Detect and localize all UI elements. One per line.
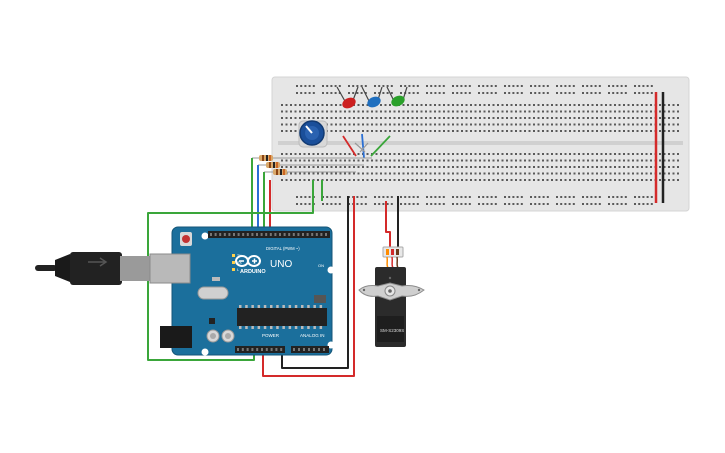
led-wire-red — [342, 135, 357, 157]
power-label: POWER — [262, 333, 280, 338]
dc-power-jack — [160, 326, 192, 348]
potentiometer[interactable] — [298, 120, 328, 148]
on-led-label: ON — [318, 263, 324, 268]
servo-motor[interactable]: SM-S2309S — [358, 246, 425, 347]
led-wire-green — [370, 135, 391, 157]
wire-servo-power — [385, 201, 391, 252]
led-green[interactable] — [390, 94, 407, 109]
usb-plug — [70, 252, 122, 285]
led-group — [336, 86, 408, 111]
wire-5v — [262, 196, 355, 377]
arduino-board: DIGITAL (PWM ~) POWER ANALOG IN TX RX L … — [149, 226, 335, 356]
led-red[interactable] — [341, 96, 358, 111]
resistor-group — [252, 155, 372, 175]
l-led-label: L — [237, 268, 239, 272]
servo-model-label: SM-S2309S — [380, 328, 404, 333]
breadboard-holes — [281, 85, 679, 205]
atmega-chip — [237, 308, 327, 326]
wire-potentiometer-signal — [147, 180, 314, 361]
model-label: UNO — [270, 259, 292, 270]
digital-header — [208, 231, 330, 238]
usb-icon — [88, 257, 108, 267]
usb-cable — [35, 252, 150, 285]
digital-header-label: DIGITAL (PWM ~) — [266, 246, 300, 251]
wire-ground — [281, 196, 349, 369]
breadboard — [271, 76, 690, 212]
power-header — [235, 346, 285, 353]
led-blue[interactable] — [366, 95, 383, 110]
wires — [147, 158, 399, 377]
led-wire-blue — [361, 133, 365, 159]
crystal-oscillator — [197, 286, 229, 300]
analog-label: ANALOG IN — [300, 333, 325, 338]
usb-port — [149, 253, 191, 284]
potentiometer-knob-indicator — [305, 125, 313, 134]
brand-label: ARDUINO — [240, 269, 266, 275]
rx-led-label: RX — [237, 261, 243, 265]
arduino-logo-icon — [235, 255, 261, 267]
